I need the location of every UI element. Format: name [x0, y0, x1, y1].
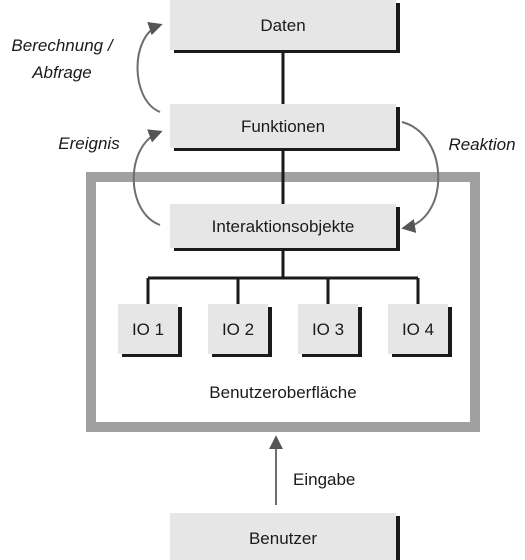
box-daten-label: Daten — [260, 16, 305, 35]
berechnung-label: Berechnung / — [11, 36, 114, 55]
reaktion-arrow — [401, 121, 440, 233]
box-io-3: IO 3 — [298, 304, 362, 357]
box-interaktionsobjekte-label: Interaktionsobjekte — [212, 217, 355, 236]
box-io-4: IO 4 — [388, 304, 452, 357]
box-interaktionsobjekte: Interaktionsobjekte — [170, 204, 400, 251]
user-interface-label: Benutzeroberfläche — [209, 383, 356, 402]
box-io-1-label: IO 1 — [132, 320, 164, 339]
box-io-3-label: IO 3 — [312, 320, 344, 339]
box-io-2-label: IO 2 — [222, 320, 254, 339]
eingabe-label: Eingabe — [293, 470, 355, 489]
box-io-2: IO 2 — [208, 304, 272, 357]
ereignis-arrow — [132, 129, 163, 226]
reaktion-label: Reaktion — [448, 135, 515, 154]
ereignis-label: Ereignis — [58, 134, 120, 153]
box-benutzer-label: Benutzer — [249, 529, 317, 548]
abfrage-label: Abfrage — [31, 63, 92, 82]
box-benutzer: Benutzer — [170, 513, 400, 560]
box-daten: Daten — [170, 0, 400, 53]
box-io-1: IO 1 — [118, 304, 182, 357]
box-io-4-label: IO 4 — [402, 320, 434, 339]
berechnung-abfrage-arrow — [136, 21, 163, 113]
box-funktionen-label: Funktionen — [241, 117, 325, 136]
box-funktionen: Funktionen — [170, 104, 400, 151]
